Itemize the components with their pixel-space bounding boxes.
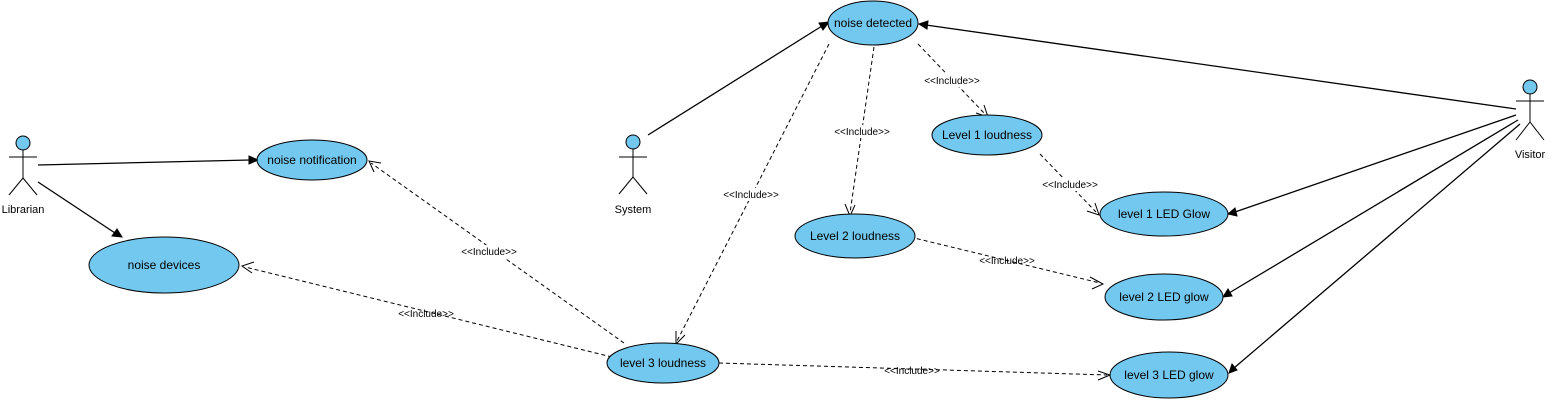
- association-visitor-noise-detected: [917, 20, 1517, 110]
- association-librarian-noise-notification: [37, 155, 260, 166]
- usecase-shape: [606, 342, 720, 384]
- usecase-level3-led-glow[interactable]: level 3 LED glow: [1109, 351, 1229, 399]
- include-level3-led3: <<Include>>: [718, 362, 1112, 381]
- usecase-shape: [931, 114, 1043, 156]
- usecase-level2-loudness[interactable]: Level 2 loudness: [794, 213, 916, 259]
- actor-label: Librarian: [2, 204, 45, 216]
- usecase-shape: [827, 0, 919, 46]
- usecase-noise-notification[interactable]: noise notification: [256, 139, 368, 181]
- usecase-noise-devices[interactable]: noise devices: [88, 236, 240, 294]
- actor-librarian[interactable]: Librarian: [2, 135, 45, 216]
- include-label: <<Include>>: [723, 190, 779, 201]
- include-label: <<Include>>: [834, 127, 890, 138]
- usecase-level1-led-glow[interactable]: level 1 LED Glow: [1099, 191, 1229, 237]
- association-visitor-level3-led: [1228, 123, 1521, 374]
- usecase-noise-detected[interactable]: noise detected: [827, 0, 919, 46]
- usecase-label: level 2 LED glow: [1119, 290, 1209, 304]
- actor-system[interactable]: System: [615, 134, 652, 216]
- actor-visitor[interactable]: Visitor: [1515, 79, 1546, 161]
- usecase-label: noise detected: [834, 16, 912, 30]
- usecase-label: Level 1 loudness: [942, 128, 1032, 142]
- usecase-shape: [256, 139, 368, 181]
- usecase-level3-loudness[interactable]: level 3 loudness: [606, 342, 720, 384]
- usecase-label: Level 2 loudness: [810, 229, 900, 243]
- include-label: <<Include>>: [398, 309, 454, 320]
- include-level1-led1: <<Include>>: [1038, 153, 1102, 216]
- actor-label: System: [615, 204, 652, 216]
- usecase-shape: [88, 236, 240, 294]
- include-level2-led2: <<Include>>: [909, 236, 1105, 290]
- usecase-shape: [1109, 351, 1229, 399]
- usecase-level1-loudness[interactable]: Level 1 loudness: [931, 114, 1043, 156]
- actor-head-icon: [1522, 79, 1538, 95]
- include-level3-noise-devices: <<Include>>: [240, 261, 613, 358]
- usecase-shape: [1099, 191, 1229, 237]
- actor-label: Visitor: [1515, 149, 1546, 161]
- include-noise-detected-level2: <<Include>>: [830, 46, 894, 218]
- include-label: <<Include>>: [884, 366, 940, 377]
- usecase-shape: [794, 213, 916, 259]
- include-noise-detected-level1: <<Include>>: [917, 43, 989, 118]
- include-label: <<Include>>: [461, 247, 517, 258]
- association-visitor-level1-led: [1226, 114, 1517, 217]
- usecase-label: level 3 loudness: [620, 356, 706, 370]
- actor-head-icon: [625, 134, 641, 150]
- include-label: <<Include>>: [1042, 180, 1098, 191]
- usecase-label: noise devices: [128, 258, 201, 272]
- association-librarian-noise-devices: [37, 181, 123, 238]
- usecase-label: noise notification: [267, 153, 356, 167]
- usecase-label: level 1 LED Glow: [1118, 207, 1210, 221]
- usecase-label: level 3 LED glow: [1124, 368, 1214, 382]
- usecase-level2-led-glow[interactable]: level 2 LED glow: [1104, 273, 1224, 321]
- include-label: <<Include>>: [979, 256, 1035, 267]
- include-label: <<Include>>: [924, 76, 980, 87]
- include-level3-noise-notification: <<Include>>: [368, 160, 625, 344]
- actor-head-icon: [15, 135, 31, 151]
- association-system-noise-detected: [647, 21, 831, 136]
- include-noise-detected-level3: <<Include>>: [675, 43, 830, 346]
- usecase-shape: [1104, 273, 1224, 321]
- association-visitor-level2-led: [1222, 119, 1519, 298]
